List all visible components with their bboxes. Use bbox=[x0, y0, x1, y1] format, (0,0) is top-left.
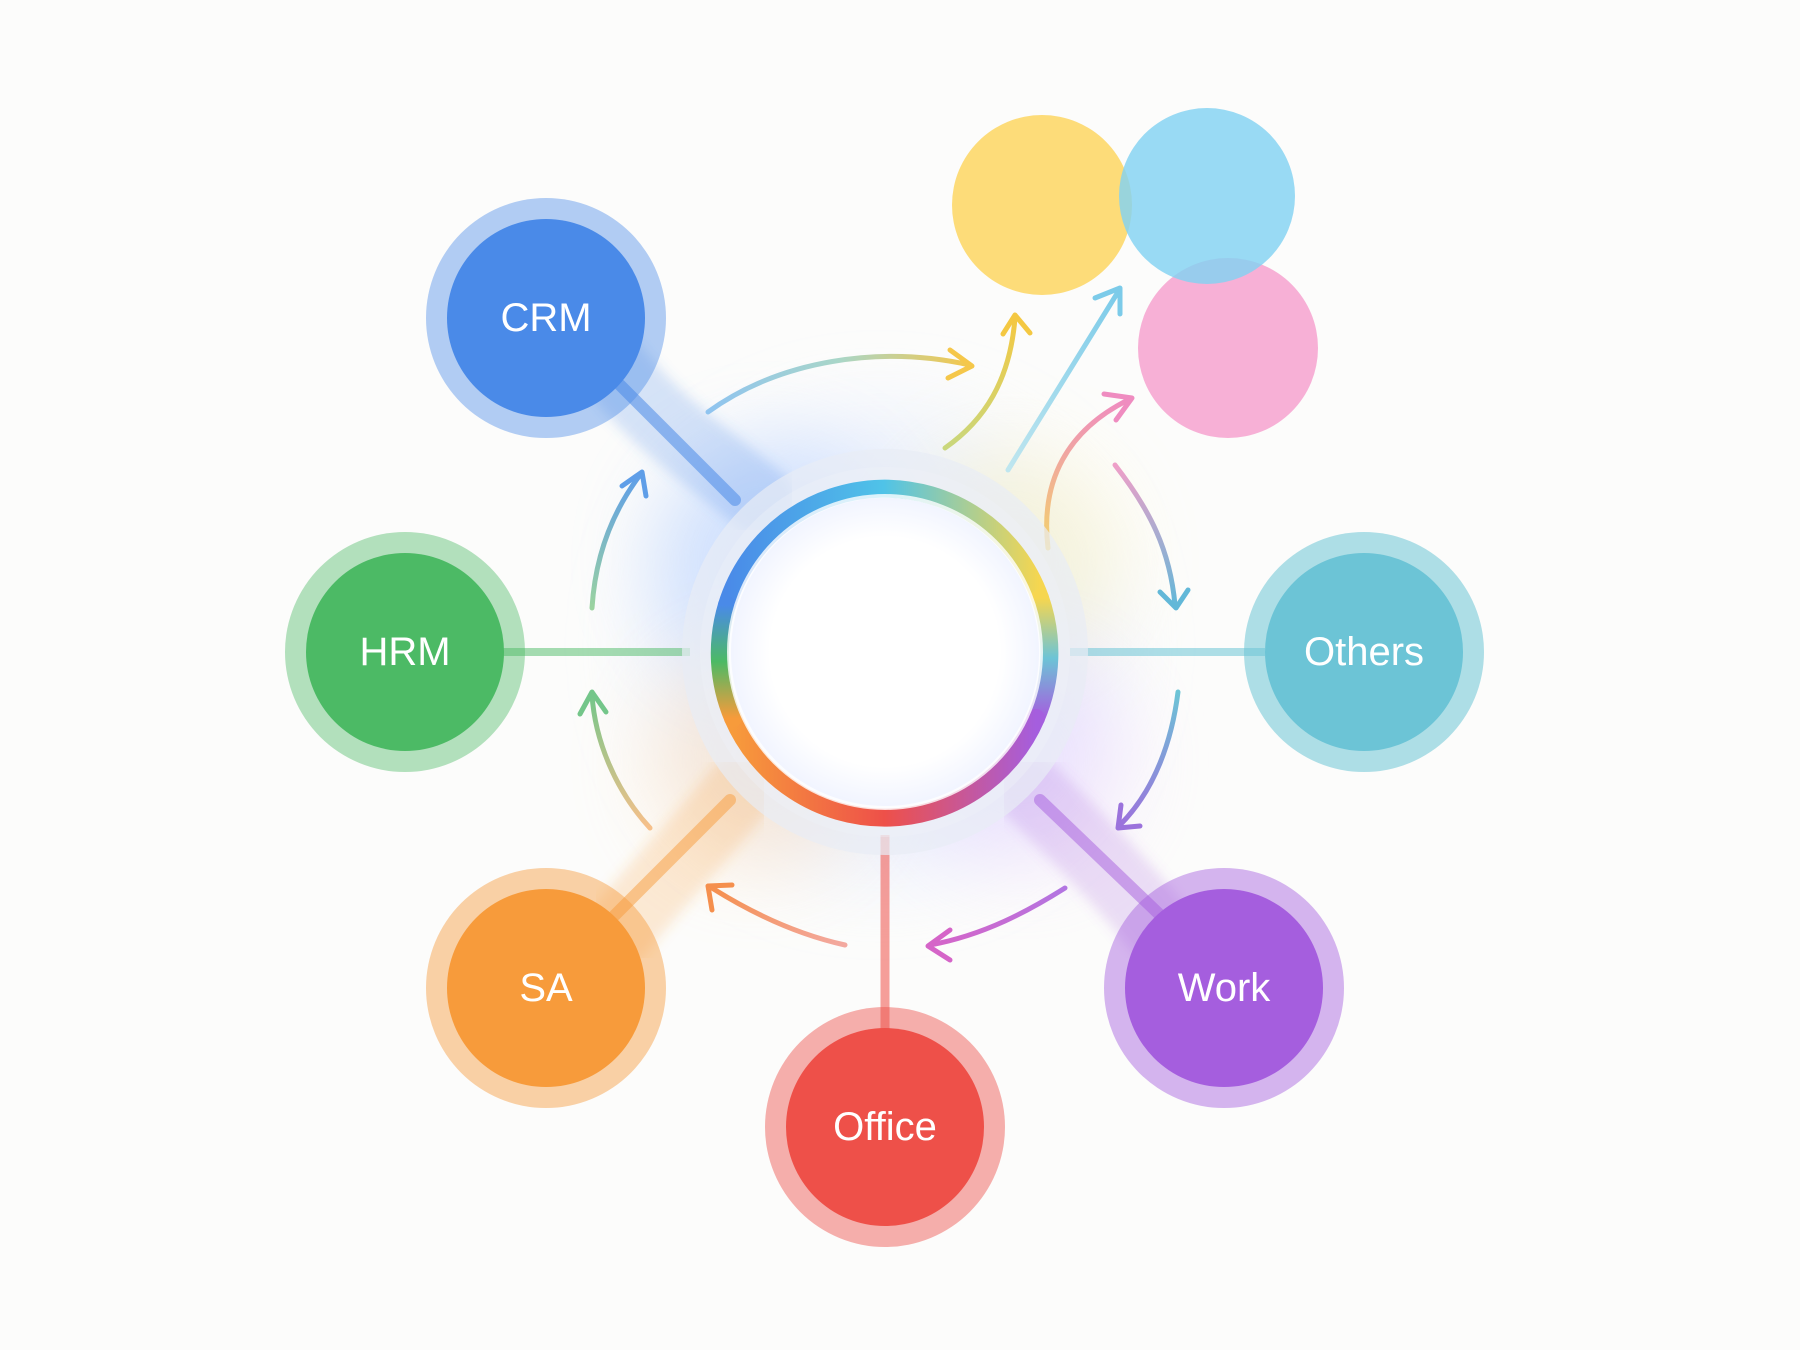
yellow-circle bbox=[952, 115, 1132, 295]
pink-circle bbox=[1138, 258, 1318, 438]
arrow-office-to-sa bbox=[705, 882, 848, 948]
circle-node-icon bbox=[1265, 553, 1463, 751]
connector-work bbox=[995, 755, 1195, 965]
blue-circle bbox=[1119, 108, 1295, 284]
node-label: Work bbox=[1178, 966, 1272, 1010]
connector-sa bbox=[585, 755, 775, 965]
circle-node-icon bbox=[306, 553, 504, 751]
arrow-hub-to-yellow bbox=[942, 312, 1033, 451]
arrow-others-to-work bbox=[1115, 689, 1181, 831]
hub-center bbox=[721, 488, 1049, 816]
arrow-crm-to-yellow bbox=[705, 347, 975, 415]
node-label: SA bbox=[519, 966, 573, 1010]
flow-arrows bbox=[577, 285, 1191, 963]
node-hrm[interactable]: HRM bbox=[285, 532, 525, 772]
circle-node-icon bbox=[1125, 889, 1323, 1087]
arrow-hub-to-pink bbox=[1044, 391, 1135, 551]
circle-node-icon bbox=[447, 889, 645, 1087]
arrow-hub-to-blue bbox=[1005, 285, 1123, 473]
node-label: Others bbox=[1304, 630, 1424, 674]
arrow-sa-to-hrm bbox=[577, 689, 653, 831]
node-label: CRM bbox=[500, 296, 591, 340]
overlap-circles bbox=[952, 108, 1318, 438]
node-sa[interactable]: SA bbox=[426, 868, 666, 1108]
arrow-hrm-to-crm bbox=[589, 469, 649, 611]
node-label: HRM bbox=[359, 630, 450, 674]
circle-node-icon bbox=[786, 1028, 984, 1226]
node-crm[interactable]: CRM bbox=[426, 198, 666, 438]
circle-node-icon bbox=[447, 219, 645, 417]
hub bbox=[682, 449, 1088, 855]
arrow-work-to-office bbox=[925, 885, 1068, 963]
node-label: Office bbox=[833, 1105, 937, 1149]
node-others[interactable]: Others bbox=[1244, 532, 1484, 772]
arrow-pink-to-others bbox=[1112, 462, 1191, 611]
node-work[interactable]: Work bbox=[1104, 868, 1344, 1108]
node-office[interactable]: Office bbox=[765, 1007, 1005, 1247]
